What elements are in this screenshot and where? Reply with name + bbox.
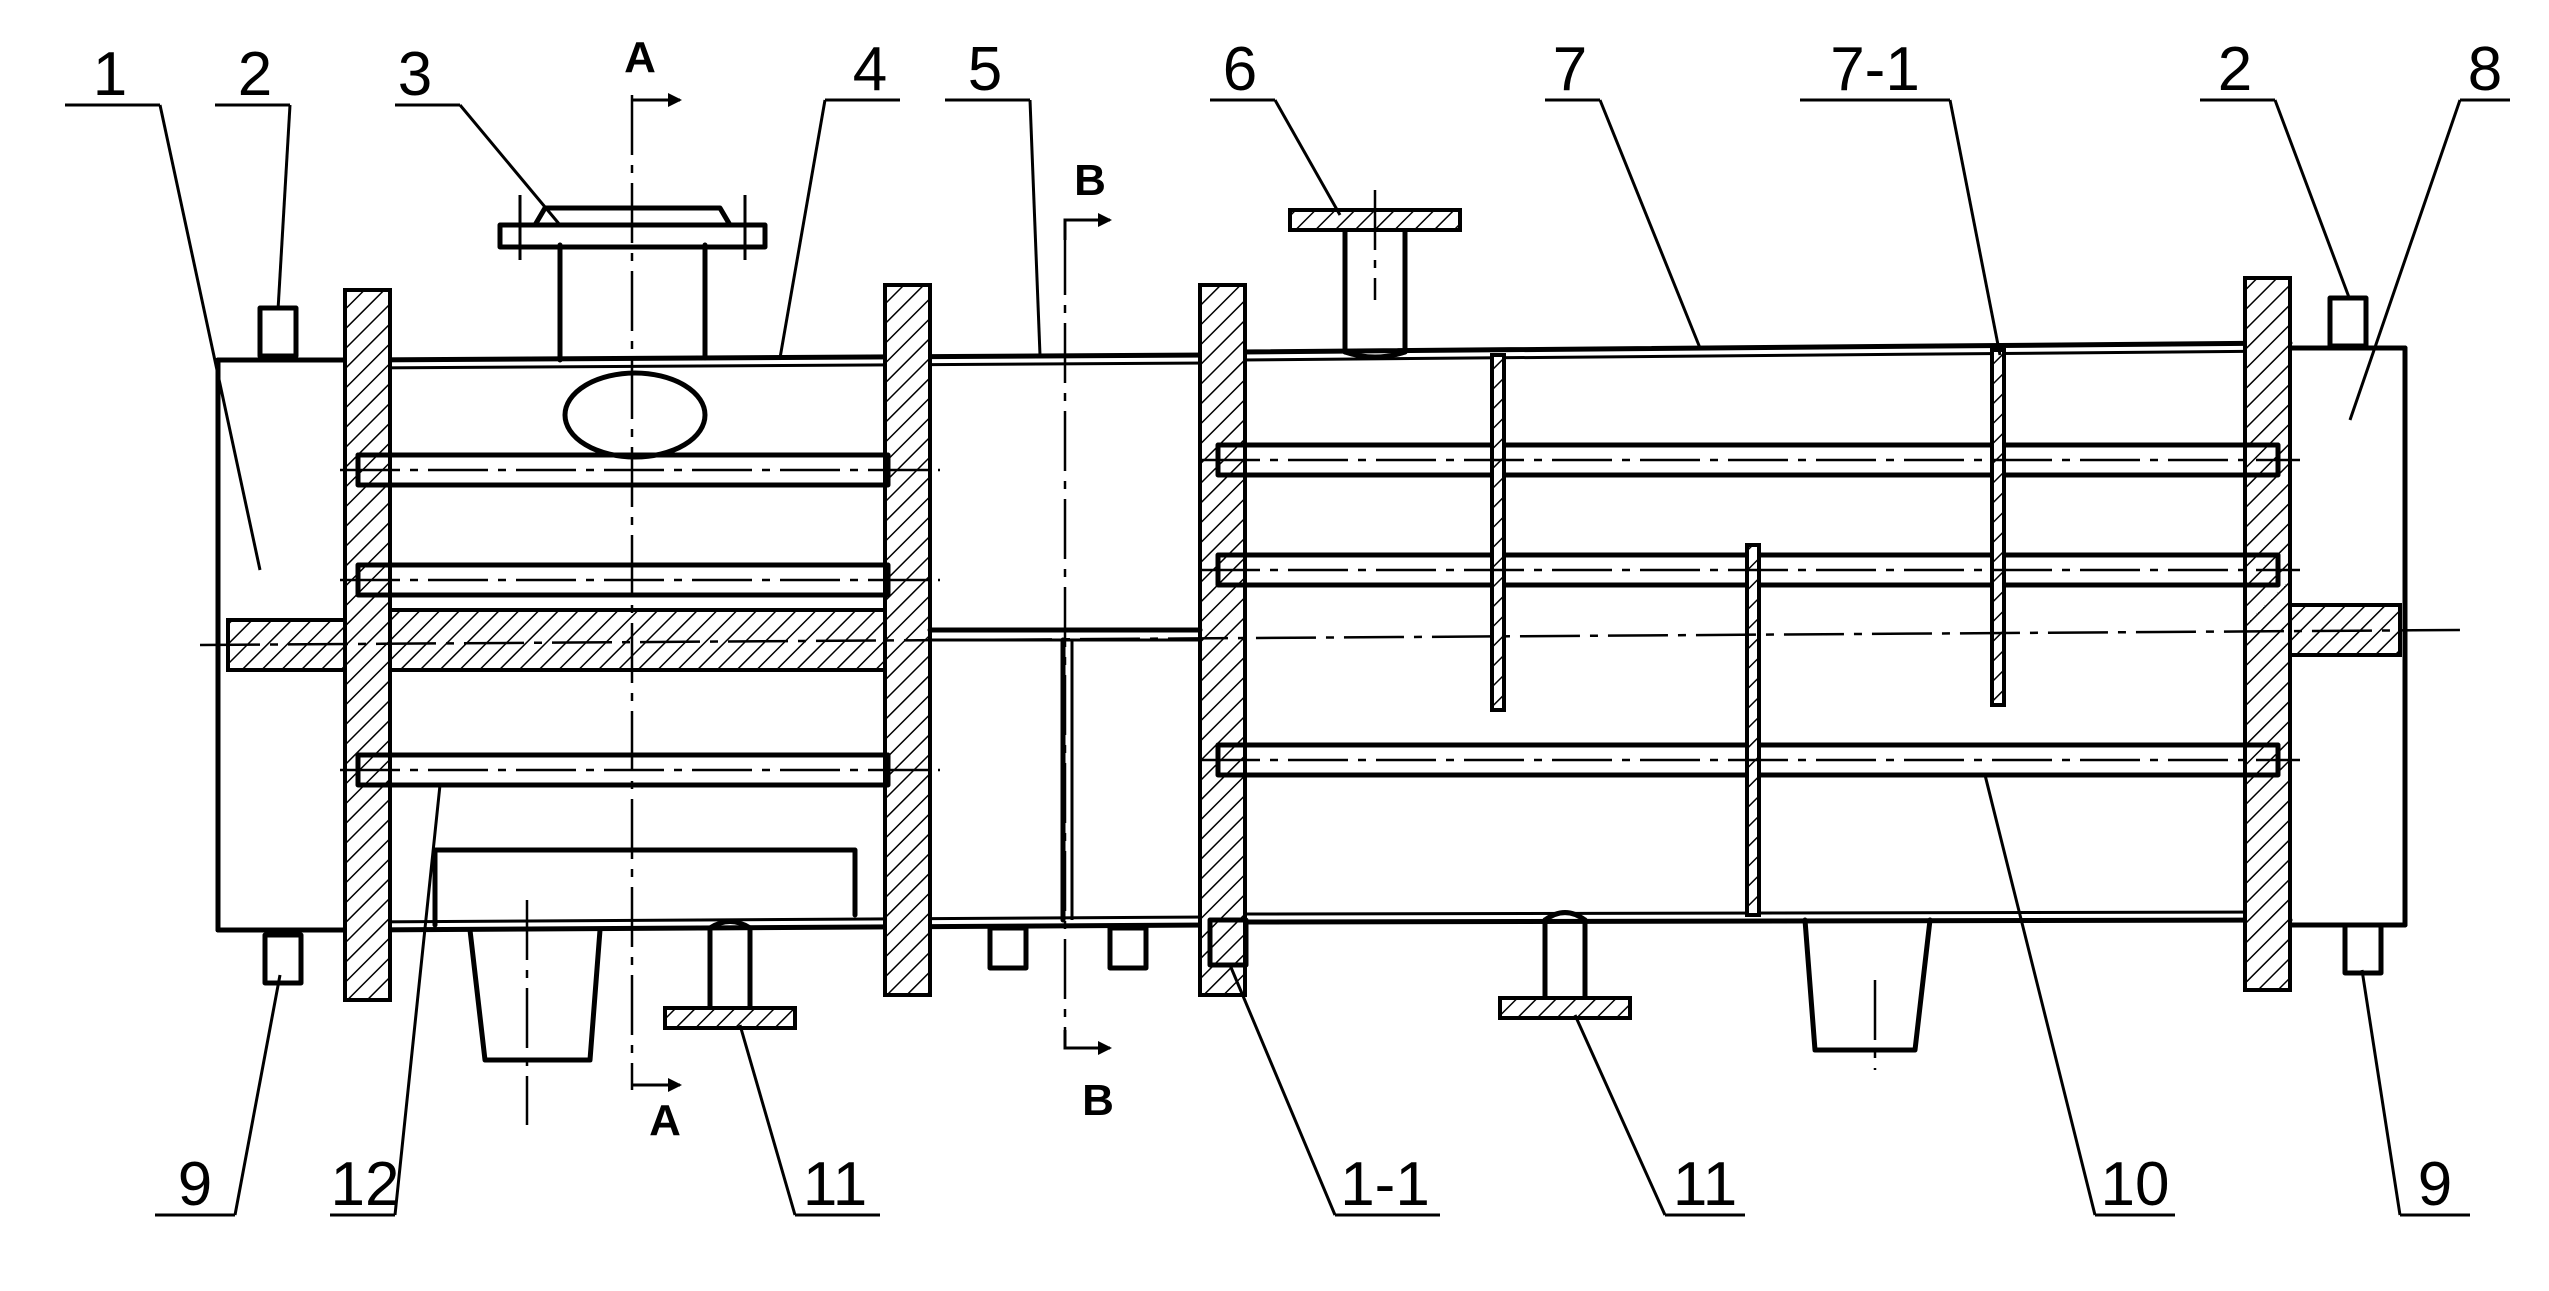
label-6: 6 (1223, 35, 1257, 104)
label-11-left: 11 (803, 1150, 867, 1219)
section-labels: A A B B (624, 33, 1114, 1145)
bottom-outlet-left (467, 900, 603, 1125)
label-9-left: 9 (178, 1150, 212, 1219)
centerlines (199, 95, 2461, 1090)
label-2-right: 2 (2218, 35, 2252, 104)
label-1: 1 (93, 40, 127, 109)
section-a-top: A (624, 33, 656, 82)
shell-walls (355, 340, 2293, 933)
label-1-1: 1-1 (1340, 1150, 1430, 1219)
label-9-right: 9 (2418, 1150, 2452, 1219)
section-b-top: B (1074, 156, 1106, 205)
section-arrows (632, 93, 1112, 1092)
leader-lines (65, 98, 2510, 1217)
bottom-outlet-right (1802, 917, 1933, 1070)
label-5: 5 (968, 35, 1002, 104)
oval-opening (562, 370, 708, 460)
partition-plate (388, 608, 887, 672)
label-7: 7 (1553, 35, 1587, 104)
nozzle-11-right (1498, 910, 1632, 1020)
baffles (1490, 348, 2006, 917)
label-8: 8 (2468, 35, 2502, 104)
part-labels: 1 2 3 4 5 6 7 7-1 2 8 9 12 11 1-1 11 10 … (93, 35, 2502, 1219)
section-a-bottom: A (649, 1096, 681, 1145)
label-12: 12 (331, 1150, 400, 1219)
section-b-bottom: B (1082, 1076, 1114, 1125)
label-4: 4 (853, 35, 887, 104)
nozzle-11-left (663, 919, 797, 1030)
label-3: 3 (398, 40, 432, 109)
label-7-1: 7-1 (1830, 35, 1920, 104)
label-10: 10 (2101, 1150, 2170, 1219)
right-head (2287, 345, 2408, 928)
label-2-left: 2 (238, 40, 272, 109)
label-11-right: 11 (1673, 1150, 1737, 1219)
